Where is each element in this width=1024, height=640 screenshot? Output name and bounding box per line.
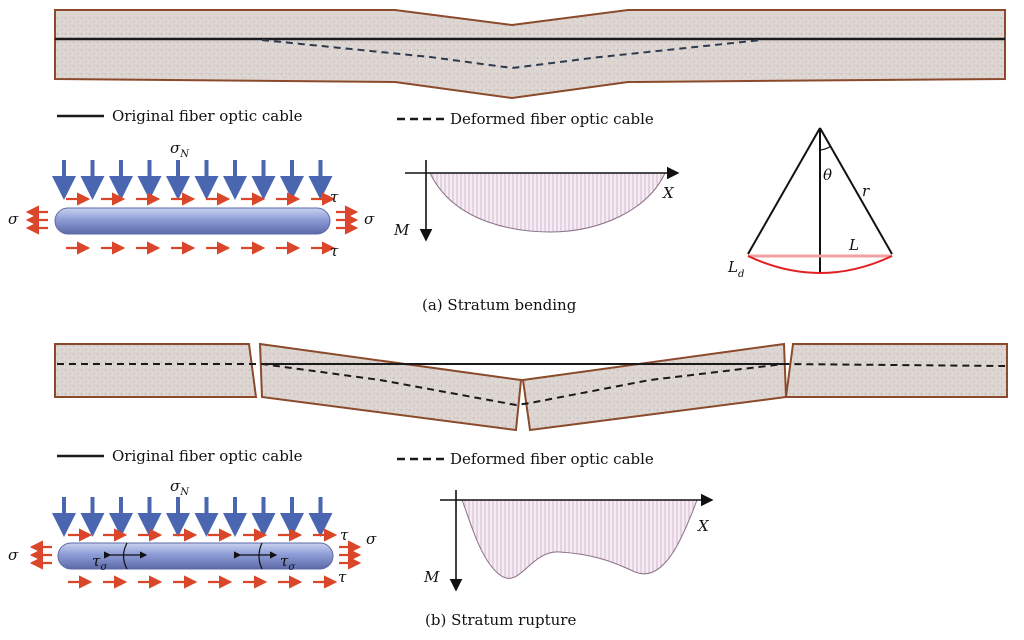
- axial-stress-arrows-left-b: [29, 540, 52, 570]
- legend-deformed-label-b: Deformed fiber optic cable: [450, 450, 654, 468]
- stratum-block-4: [784, 343, 1008, 398]
- tau-sigma-label-left: τσ: [92, 552, 108, 573]
- moment-curve-b: [461, 499, 698, 579]
- fiber-rod: [54, 207, 331, 235]
- radius-left: [747, 127, 821, 255]
- L-label: L: [848, 236, 859, 254]
- stratum-block-2: [258, 342, 523, 432]
- fiber-rod-b: [57, 542, 334, 570]
- sigma-left-label-b: σ: [8, 546, 19, 564]
- normal-stress-arrows: [52, 160, 333, 200]
- axial-stress-arrows-left: [25, 205, 48, 235]
- moment-diagram-a: X M: [393, 160, 680, 242]
- deformed-cable-line-b: [57, 362, 1006, 407]
- sigma-n-label: σN: [170, 139, 190, 160]
- x-axis-label-b: X: [697, 517, 710, 535]
- moment-curve: [429, 172, 666, 233]
- radius-right: [819, 127, 893, 255]
- axial-stress-arrows-right-b: [339, 540, 362, 570]
- legend-original-label-b: Original fiber optic cable: [112, 447, 303, 465]
- theta-label: θ: [823, 166, 832, 184]
- sigma-right-label-b: σ: [366, 530, 377, 548]
- force-diagram-b: σN τσ τσ σ σ τ τ: [8, 477, 377, 589]
- legend-deformed-label: Deformed fiber optic cable: [450, 110, 654, 128]
- caption-b: (b) Stratum rupture: [425, 611, 576, 629]
- bending-geometry: θ r L Ld: [727, 127, 893, 280]
- tau-bottom-label: τ: [330, 242, 339, 260]
- sigma-left-label: σ: [8, 210, 19, 228]
- caption-a: (a) Stratum bending: [422, 296, 577, 314]
- tau-top-label-b: τ: [340, 526, 349, 544]
- force-diagram-a: σN σ σ τ τ: [8, 139, 375, 260]
- legend-original-label: Original fiber optic cable: [112, 107, 303, 125]
- sigma-right-label: σ: [364, 210, 375, 228]
- Ld-label: Ld: [727, 258, 744, 280]
- theta-arc: [819, 145, 832, 151]
- arc-Ld: [747, 255, 893, 274]
- y-axis-label-b: M: [423, 568, 440, 586]
- axial-stress-arrows-right: [336, 205, 359, 235]
- sigma-n-label-b: σN: [170, 477, 190, 498]
- bent-stratum: [54, 9, 1006, 100]
- y-axis-label: M: [393, 221, 410, 239]
- moment-diagram-b: X M: [423, 490, 714, 592]
- panel-a: Original fiber optic cable Deformed fibe…: [8, 9, 1006, 314]
- panel-b: Original fiber optic cable Deformed fibe…: [8, 342, 1008, 629]
- r-label: r: [862, 182, 870, 200]
- stratum-block-1: [54, 343, 258, 398]
- normal-stress-arrows-b: [52, 497, 333, 537]
- stratum-block-3: [521, 342, 788, 432]
- x-axis-label: X: [662, 184, 675, 202]
- tau-bottom-label-b: τ: [338, 568, 347, 586]
- deformed-cable-line: [261, 39, 763, 70]
- tau-sigma-label-right: τσ: [280, 552, 296, 573]
- tau-top-label: τ: [330, 188, 339, 206]
